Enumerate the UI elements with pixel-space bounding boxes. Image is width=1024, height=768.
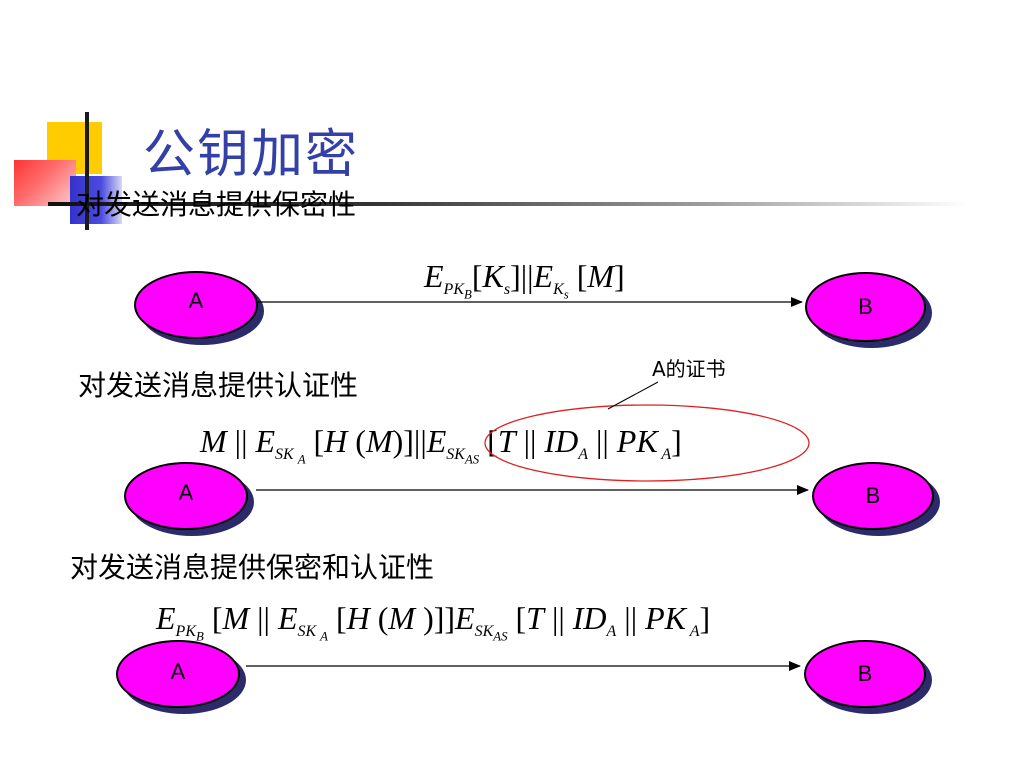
node-a-1: A <box>134 271 258 339</box>
section-heading-confidentiality: 对发送消息提供保密性 <box>76 188 357 221</box>
decor-red-block <box>14 160 76 206</box>
section-heading-authentication: 对发送消息提供认证性 <box>78 369 359 402</box>
node-a-label: A <box>188 288 204 313</box>
node-b-1: B <box>805 272 926 342</box>
decor-horizontal-rule <box>48 202 968 206</box>
certificate-annotation: A的证书 <box>652 357 726 381</box>
annotation-pointer-line <box>607 381 659 410</box>
formula-confidentiality-authentication: EPKB [M || ESK A [H (M )]]ESKAS [T || ID… <box>156 600 711 644</box>
node-a-2: A <box>124 462 248 530</box>
node-a-3: A <box>116 640 240 708</box>
formula-authentication: M || ESK A [H (M)]||ESKAS [T || IDA || P… <box>200 423 682 467</box>
certificate-highlight-ellipse <box>484 404 810 482</box>
decor-blue-block <box>70 176 122 224</box>
node-a-label: A <box>170 659 186 684</box>
decor-vertical-line <box>85 112 89 230</box>
node-b-label: B <box>857 661 873 686</box>
slide-title: 公钥加密 <box>143 125 360 185</box>
node-a-label: A <box>178 480 194 505</box>
node-b-2: B <box>812 462 934 530</box>
formula-confidentiality: EPKB[Ks]||EKs [M] <box>424 258 625 302</box>
node-b-label: B <box>865 483 881 508</box>
section-heading-confidentiality-authentication: 对发送消息提供保密和认证性 <box>70 551 435 584</box>
node-b-3: B <box>804 640 926 708</box>
node-b-label: B <box>858 294 873 319</box>
